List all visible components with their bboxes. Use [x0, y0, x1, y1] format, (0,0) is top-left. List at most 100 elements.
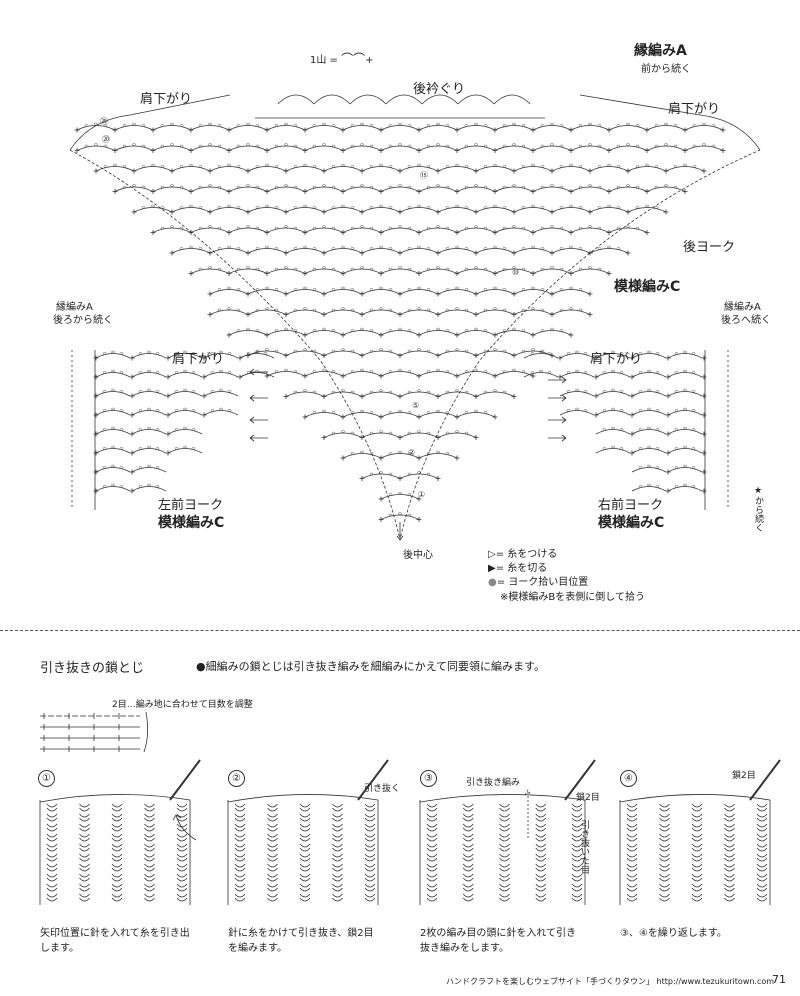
chain-dot — [521, 247, 526, 250]
chain-dot — [369, 124, 374, 127]
left-edge-a-label: 縁編みA — [56, 302, 93, 313]
chain-dot — [284, 225, 288, 228]
chain-arch — [380, 145, 420, 151]
chain-dot — [331, 411, 336, 414]
chain-arch — [266, 125, 306, 131]
chain-dot — [512, 225, 516, 228]
chain-arch — [285, 248, 325, 254]
chain-arch — [228, 227, 268, 233]
chain-dot — [692, 165, 697, 168]
single-crochet — [321, 353, 327, 358]
chain-dot — [493, 245, 497, 249]
step3-arrow — [524, 789, 532, 838]
single-crochet — [131, 168, 137, 174]
chain-arch — [190, 227, 230, 233]
chain-arch — [551, 309, 591, 315]
chain-arch — [323, 207, 363, 213]
center-back-label: 後中心 — [403, 550, 433, 561]
knit-stitch — [691, 843, 703, 852]
neck-scallop — [313, 94, 351, 105]
single-crochet — [511, 209, 517, 215]
chain-dot — [138, 466, 143, 469]
chain-arch — [418, 125, 458, 131]
chain-arch — [595, 372, 631, 378]
chain-arch — [131, 467, 167, 473]
chain-arch — [399, 207, 439, 213]
single-crochet — [416, 414, 422, 420]
knit-stitch — [499, 853, 510, 862]
single-crochet — [665, 412, 671, 418]
knit-stitch — [79, 843, 90, 852]
single-crochet — [454, 127, 460, 133]
fabric-side — [39, 800, 191, 905]
chain-arch — [399, 391, 439, 397]
single-crochet — [665, 393, 671, 399]
knit-stitch — [234, 893, 246, 902]
chain-arch — [114, 125, 154, 131]
chain-arch — [380, 412, 420, 418]
chain-dot — [575, 407, 579, 411]
knit-stitch — [299, 803, 311, 812]
chain-dot — [379, 348, 383, 351]
chain-dot — [217, 124, 222, 127]
single-crochet — [435, 250, 441, 256]
chain-dot — [445, 431, 450, 435]
single-crochet — [112, 189, 118, 194]
chain-dot — [379, 430, 383, 433]
chain-dot — [341, 245, 345, 249]
chain-dot — [692, 144, 697, 148]
tutorial-title: 引き抜きの鎖とじ — [40, 661, 145, 676]
chain-dot — [360, 368, 364, 372]
chain-dot — [246, 122, 250, 126]
chain-arch — [95, 166, 135, 172]
chain-dot — [655, 409, 660, 412]
chain-dot — [263, 371, 268, 374]
chain-dot — [455, 389, 459, 392]
chain-dot — [619, 409, 624, 412]
single-crochet — [644, 189, 650, 194]
chain-arch — [559, 353, 595, 359]
knit-stitch — [234, 813, 246, 822]
chain-arch — [361, 473, 401, 479]
chain-dot — [369, 349, 374, 353]
chain-dot — [445, 329, 450, 332]
chain-dot — [474, 368, 478, 372]
chain-dot — [597, 267, 602, 271]
single-crochet — [359, 168, 365, 174]
knit-stitch — [426, 853, 438, 862]
knit-stitch — [111, 893, 123, 902]
single-crochet — [129, 393, 135, 399]
chain-arch — [551, 289, 591, 295]
page-number: 71 — [772, 973, 786, 986]
chain-dot — [160, 144, 165, 148]
chain-dot — [255, 350, 259, 354]
chain-dot — [569, 286, 573, 290]
chain-arch — [247, 248, 287, 254]
single-crochet — [378, 414, 384, 420]
chain-dot — [426, 144, 431, 148]
chain-dot — [379, 204, 383, 208]
chain-dot — [341, 286, 345, 290]
single-crochet — [207, 168, 213, 174]
single-crochet — [593, 374, 599, 380]
knit-stitch — [462, 883, 474, 892]
chain-dot — [398, 512, 402, 515]
chain-dot — [331, 185, 336, 189]
knit-stitch — [659, 833, 670, 842]
single-crochet — [378, 455, 384, 461]
chain-dot — [674, 371, 679, 374]
chain-dot — [122, 144, 127, 148]
chain-dot — [540, 206, 545, 209]
chain-arch — [266, 330, 306, 336]
chain-dot — [616, 144, 621, 148]
chain-dot — [531, 348, 535, 351]
single-crochet — [264, 127, 270, 133]
single-crochet — [321, 209, 327, 215]
chain-dot — [265, 348, 269, 351]
chain-arch — [532, 227, 572, 233]
chain-dot — [540, 124, 545, 127]
chain-dot — [655, 485, 660, 488]
chain-dot — [436, 450, 440, 454]
right-edge-a-label: 縁編みA — [724, 302, 761, 313]
fabric-side — [419, 800, 586, 905]
